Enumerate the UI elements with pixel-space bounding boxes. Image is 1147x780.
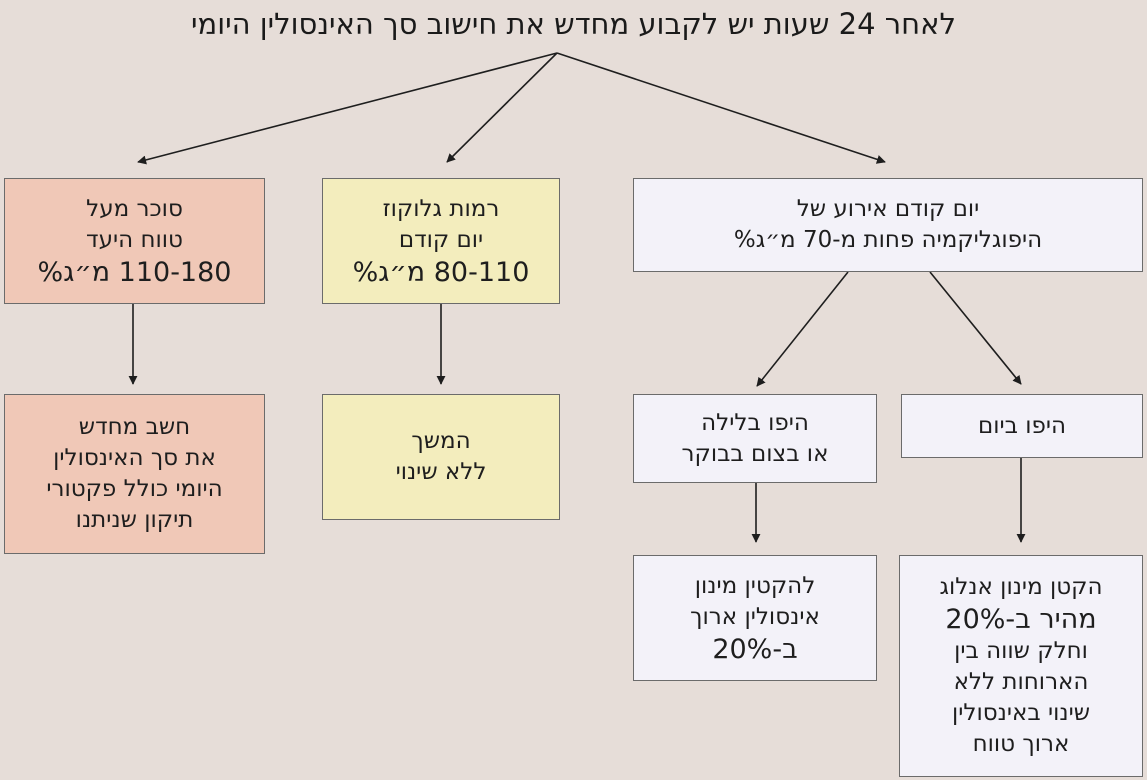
box-reduce-long-acting: להקטין מינון אינסולין ארוך ב-20%	[633, 555, 877, 681]
box-continue: המשך ללא שינוי	[322, 394, 560, 520]
box-glucose-prev-day: רמות גלוקוז יום קודם 80-110 מ״ג%	[322, 178, 560, 304]
box-line: טווח היעד	[86, 226, 183, 253]
box-line: היפו ביום	[977, 412, 1067, 439]
arrow-title-to-high-sugar	[137, 52, 558, 165]
box-line: שינוי באינסולין	[951, 700, 1091, 726]
box-line: ב-20%	[712, 633, 798, 665]
box-hypo-prev-day: יום קודם אירוע של היפוגליקמיה פחות מ-70 …	[633, 178, 1143, 272]
box-line: מהיר ב-20%	[945, 604, 1097, 635]
arrow-title-to-hypo	[556, 52, 886, 164]
diagram-title: לאחר 24 שעות יש לקבוע מחדש את חישוב סך ה…	[191, 7, 956, 41]
box-line: 110-180 מ״ג%	[37, 256, 232, 288]
box-line: וחלק שווה בין	[954, 638, 1088, 664]
box-line: הקטן מינון אנלוג	[939, 574, 1103, 600]
box-line: רמות גלוקוז	[382, 195, 500, 222]
arrow-hypo-to-day	[929, 271, 1022, 385]
box-reduce-fast-acting: הקטן מינון אנלוג מהיר ב-20% וחלק שווה בי…	[899, 555, 1143, 777]
box-line: המשך	[411, 428, 471, 454]
box-line: ארוך טווח	[972, 731, 1070, 757]
box-hypo-night: היפו בלילה או בצום בבוקר	[633, 394, 877, 483]
box-line: ללא שינוי	[395, 459, 487, 485]
box-high-sugar: סוכר מעל טווח היעד 110-180 מ״ג%	[4, 178, 265, 304]
box-line: להקטין מינון	[694, 572, 816, 599]
arrow-hypo-to-night	[756, 271, 849, 387]
box-line: 80-110 מ״ג%	[352, 256, 530, 288]
box-line: יום קודם	[398, 226, 484, 253]
box-line: את סך האינסולין	[53, 445, 216, 471]
box-line: היומי כולל פקטורי	[46, 476, 223, 502]
box-line: או בצום בבוקר	[681, 440, 829, 467]
box-line: יום קודם אירוע של	[796, 196, 980, 222]
box-line: אינסולין ארוך	[690, 603, 820, 630]
box-line: תיקון שניתנו	[75, 507, 194, 533]
box-hypo-day: היפו ביום	[901, 394, 1143, 458]
arrow-title-to-glucose	[446, 52, 558, 163]
box-line: היפוגליקמיה פחות מ-70 מ״ג%	[733, 227, 1043, 253]
box-line: הארוחות ללא	[953, 669, 1089, 695]
box-line: סוכר מעל	[86, 195, 183, 222]
box-recalculate: חשב מחדש את סך האינסולין היומי כולל פקטו…	[4, 394, 265, 554]
box-line: היפו בלילה	[701, 409, 809, 436]
box-line: חשב מחדש	[78, 414, 191, 440]
